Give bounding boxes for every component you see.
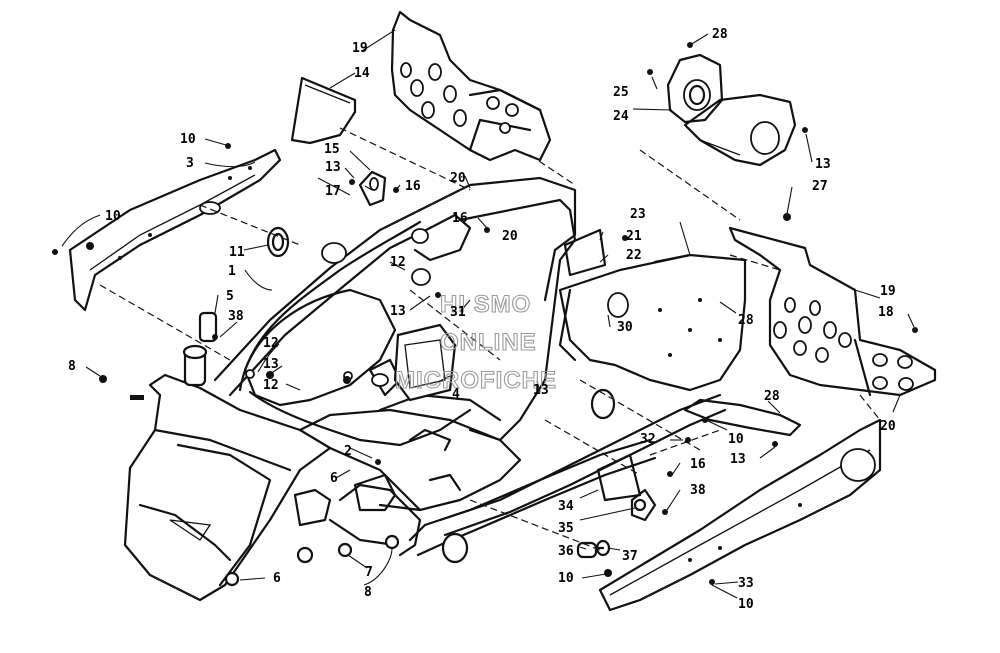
callout-10c: 10 — [728, 432, 744, 447]
callout-13a: 13 — [325, 160, 341, 175]
callout-34: 34 — [558, 499, 574, 514]
callout-10d: 10 — [558, 571, 574, 586]
grommet-part-11 — [266, 226, 290, 258]
top-panel-part-14 — [290, 76, 357, 145]
callout-22: 22 — [626, 248, 642, 263]
callout-31: 31 — [450, 305, 466, 320]
callout-13f: 13 — [730, 452, 746, 467]
callout-2: 2 — [344, 444, 352, 459]
callout-36: 36 — [558, 544, 574, 559]
callout-20a: 20 — [450, 171, 466, 186]
callout-8: 8 — [68, 359, 76, 374]
callout-7: 7 — [365, 565, 373, 580]
callout-10b: 10 — [105, 209, 121, 224]
cross-brace — [683, 398, 802, 437]
callout-19b: 19 — [880, 284, 896, 299]
watermark-line-3: MICROFICHE — [395, 367, 557, 394]
leader-lines — [61, 29, 915, 599]
callout-35: 35 — [558, 521, 574, 536]
bearing-bracket — [666, 53, 797, 167]
callout-5: 5 — [226, 289, 234, 304]
clamp-part-15 — [358, 170, 387, 207]
callout-28a: 28 — [712, 27, 728, 42]
callout-38a: 38 — [228, 309, 244, 324]
callout-3: 3 — [186, 156, 194, 171]
callout-13b: 13 — [390, 304, 406, 319]
skid-plate-top — [390, 10, 552, 162]
callout-27: 27 — [812, 179, 828, 194]
callout-28c: 28 — [764, 389, 780, 404]
callout-32: 32 — [640, 432, 656, 447]
callout-28b: 28 — [738, 313, 754, 328]
callout-30: 30 — [617, 320, 633, 335]
callout-1: 1 — [228, 264, 236, 279]
callout-16c: 16 — [690, 457, 706, 472]
watermark-line-1: HI SMO — [440, 291, 531, 318]
callout-6b: 6 — [330, 471, 338, 486]
callout-13e: 13 — [815, 157, 831, 172]
lower-side-rail — [598, 418, 882, 612]
bracket-plate-34 — [596, 453, 642, 502]
callout-24: 24 — [613, 109, 629, 124]
rear-side-panel — [558, 253, 747, 420]
callout-10a: 10 — [180, 132, 196, 147]
callout-13d: 13 — [533, 383, 549, 398]
callout-14: 14 — [354, 66, 370, 81]
callout-13c: 13 — [263, 357, 279, 372]
fasteners — [52, 42, 918, 587]
callout-25: 25 — [613, 85, 629, 100]
callout-12b: 12 — [263, 336, 279, 351]
callout-6: 6 — [273, 571, 281, 586]
callout-16a: 16 — [405, 179, 421, 194]
callout-20c: 20 — [880, 419, 896, 434]
callout-33: 33 — [738, 576, 754, 591]
callout-37: 37 — [622, 549, 638, 564]
callout-15: 15 — [324, 142, 340, 157]
callout-20b: 20 — [502, 229, 518, 244]
watermark-line-2: ONLINE — [440, 329, 537, 356]
skid-plate-right — [728, 226, 937, 397]
callout-8b: 8 — [364, 585, 372, 600]
callout-10e: 10 — [738, 597, 754, 612]
callout-21: 21 — [626, 229, 642, 244]
hardware-35-36-37 — [576, 488, 657, 559]
callout-17: 17 — [325, 184, 341, 199]
callout-4: 4 — [452, 387, 460, 402]
main-frame — [123, 176, 727, 602]
callout-19a: 19 — [352, 41, 368, 56]
callout-11: 11 — [229, 245, 245, 260]
alignment-lines — [99, 127, 881, 551]
callout-23: 23 — [630, 207, 646, 222]
callout-16b: 16 — [452, 211, 468, 226]
watermark: HI SMO ONLINE MICROFICHE — [394, 290, 557, 394]
callout-18: 18 — [878, 305, 894, 320]
small-bracket-21-22 — [563, 228, 692, 277]
callout-38b: 38 — [690, 483, 706, 498]
callout-12a: 12 — [390, 255, 406, 270]
callout-12c: 12 — [263, 378, 279, 393]
callout-labels: 1 2 3 4 5 6 6 7 8 8 10 10 10 10 10 11 12… — [68, 27, 896, 612]
